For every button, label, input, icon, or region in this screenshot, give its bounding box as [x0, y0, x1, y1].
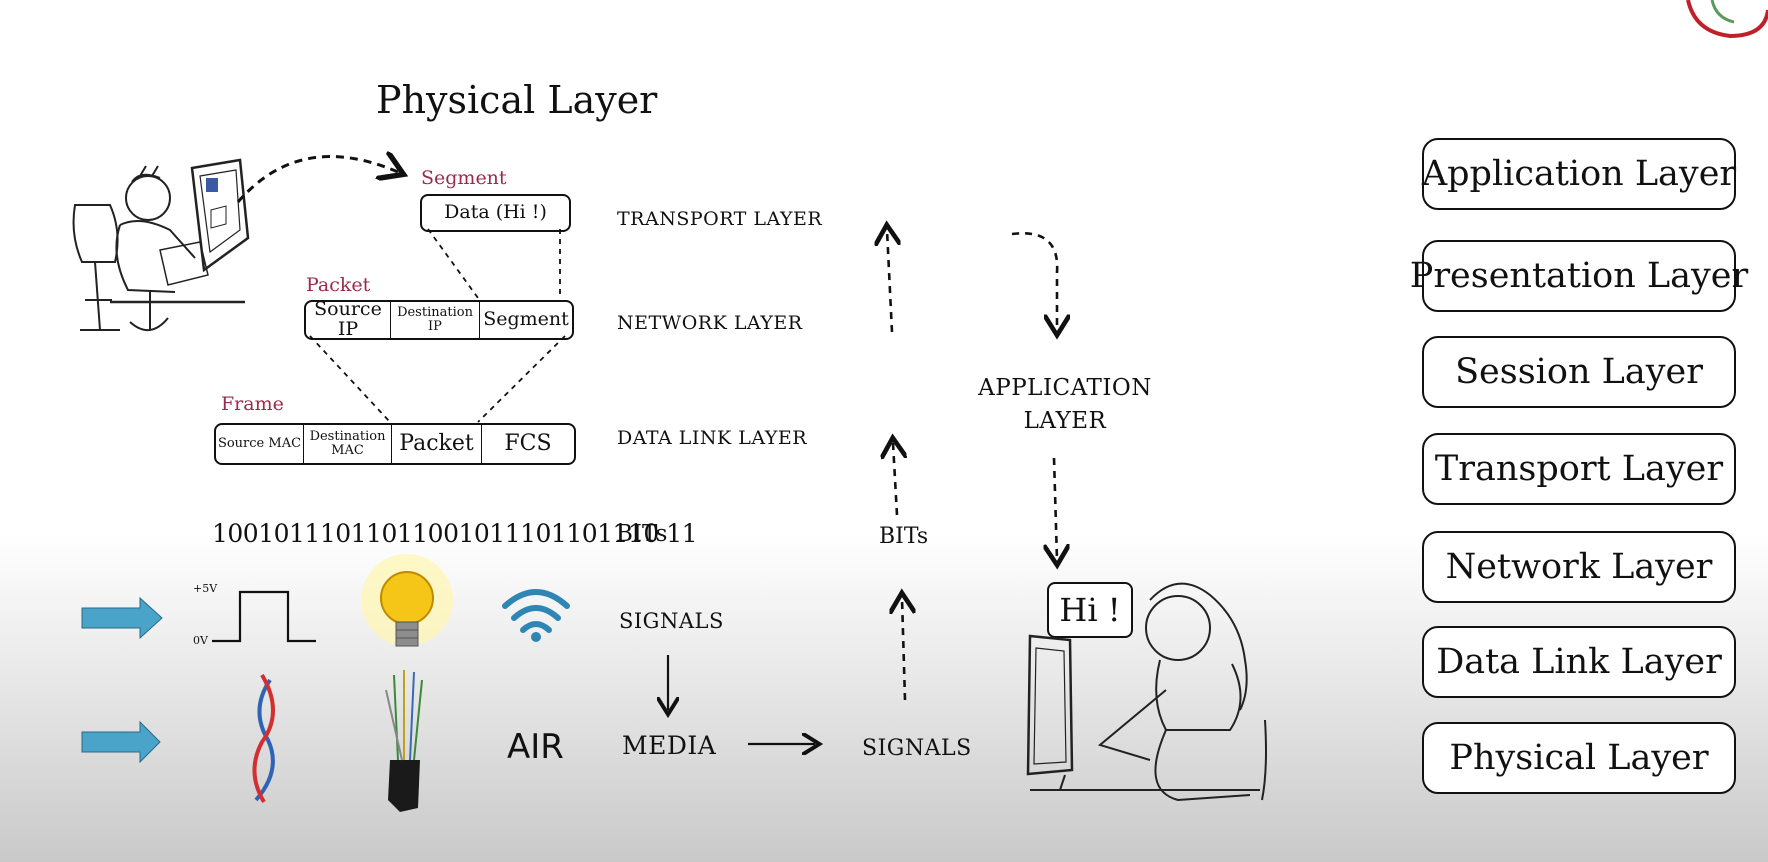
signal-blue-arrow-icon	[81, 596, 163, 640]
square-wave-icon	[212, 590, 316, 643]
transport-layer-label: TRANSPORT LAYER	[617, 208, 823, 230]
destination-mac-cell: Destination MAC	[303, 425, 391, 463]
receiver-signals-label: SIGNALS	[862, 736, 972, 761]
source-mac-cell: Source MAC	[217, 436, 302, 452]
packet-segment-cell: Segment	[479, 302, 572, 338]
osi-data-link-layer: Data Link Layer	[1422, 626, 1736, 698]
bits-label: BITs	[616, 521, 668, 547]
packet-label: Packet	[306, 274, 371, 296]
segment-label: Segment	[421, 167, 507, 189]
frame-label: Frame	[221, 393, 284, 415]
application-line-1: APPLICATION	[978, 375, 1152, 401]
frame-packet-cell: Packet	[391, 425, 481, 463]
media-label: MEDIA	[622, 731, 717, 760]
page-title: Physical Layer	[376, 78, 658, 122]
send-arrow	[236, 157, 398, 203]
osi-physical-layer: Physical Layer	[1422, 722, 1736, 794]
application-line-2: LAYER	[1023, 408, 1107, 434]
to-application-arrow	[1011, 232, 1057, 330]
data-link-layer-label: DATA LINK LAYER	[617, 427, 808, 449]
air-label: AIR	[507, 727, 564, 767]
application-to-user-arrow	[1054, 457, 1057, 560]
source-ip-cell: Source IP	[314, 298, 382, 340]
network-layer-label: NETWORK LAYER	[617, 312, 803, 334]
segment-box: Data (Hi !)	[420, 194, 571, 232]
receiver-up-arrows	[887, 230, 905, 701]
packet-box: Source IP Destination IP Segment	[304, 298, 574, 340]
speech-bubble: Hi !	[1047, 582, 1133, 638]
fcs-cell: FCS	[481, 425, 574, 463]
light-bulb-icon	[361, 554, 453, 647]
segment-data-cell: Data (Hi !)	[444, 201, 547, 224]
fiber-optic-cable-icon	[385, 670, 423, 812]
application-layer-label: APPLICATION LAYER	[975, 372, 1155, 438]
voltage-low-label: 0V	[193, 634, 208, 647]
osi-transport-layer: Transport Layer	[1422, 433, 1736, 505]
osi-network-layer: Network Layer	[1422, 531, 1736, 603]
osi-session-layer: Session Layer	[1422, 336, 1736, 408]
osi-presentation-layer: Presentation Layer	[1410, 240, 1748, 312]
media-blue-arrow-icon	[81, 720, 161, 764]
voltage-high-label: +5V	[193, 582, 218, 595]
twisted-pair-cable-icon	[252, 673, 275, 804]
signals-label: SIGNALS	[619, 609, 724, 633]
osi-application-layer: Application Layer	[1422, 138, 1736, 210]
wifi-icon	[502, 589, 570, 642]
frame-box: Source MAC Destination MAC Packet FCS	[214, 423, 576, 465]
destination-ip-cell: Destination IP	[390, 302, 479, 338]
receiver-bits-label: BITs	[879, 524, 929, 549]
bit-stream: 10010111011011001011101101110 11	[212, 519, 698, 548]
logo-icon	[1686, 0, 1768, 39]
sender-person-icon	[72, 158, 250, 331]
